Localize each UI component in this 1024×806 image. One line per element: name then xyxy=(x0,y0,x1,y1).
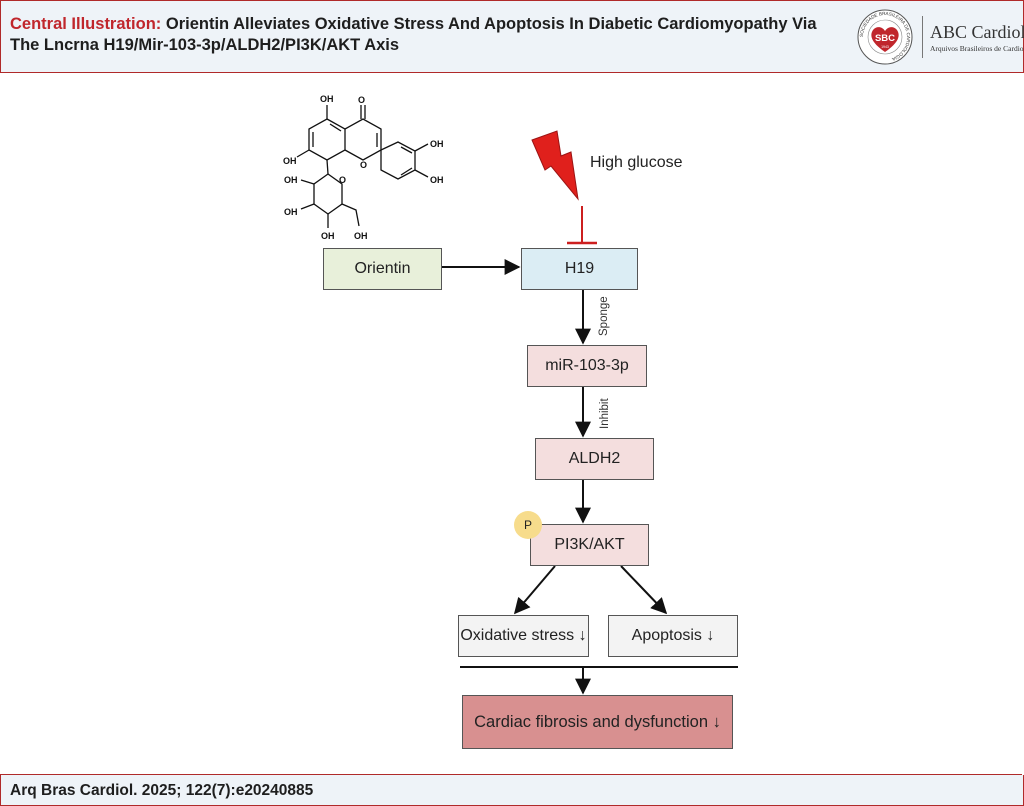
header: Central Illustration: Orientin Alleviate… xyxy=(0,0,1024,73)
chem-label-o-ring: O xyxy=(360,160,367,170)
seal-year: 1943 xyxy=(881,45,889,49)
node-h19: H19 xyxy=(521,248,638,290)
chem-label-oh-top: OH xyxy=(320,94,334,104)
arrow-pi3k-apoptosis xyxy=(620,565,668,615)
chem-label-oh-b2: OH xyxy=(430,175,444,185)
footer: Arq Bras Cardiol. 2025; 122(7):e20240885 xyxy=(0,775,1024,806)
citation: Arq Bras Cardiol. 2025; 122(7):e20240885 xyxy=(10,782,314,799)
chem-label-oh-s4: OH xyxy=(354,231,368,241)
t-bar-inhibition-icon xyxy=(567,206,597,245)
arrow-pi3k-oxidative xyxy=(513,565,556,615)
node-mir-103-3p: miR-103-3p xyxy=(527,345,647,387)
phospho-badge: P xyxy=(514,511,542,539)
node-aldh2: ALDH2 xyxy=(535,438,654,480)
journal-logo: SOCIEDADE BRASILEIRA DE CARDIOLOGIA SBC … xyxy=(856,8,1024,66)
chem-label-oh-s1: OH xyxy=(284,175,298,185)
title-text: Orientin Alleviates Oxidative Stress And… xyxy=(10,15,817,54)
chem-label-oh-s2: OH xyxy=(284,207,298,217)
node-apoptosis: Apoptosis ↓ xyxy=(608,615,738,657)
seal-text: SBC xyxy=(875,33,895,44)
chem-label-o-sugar: O xyxy=(339,175,346,185)
edge-label-sponge: Sponge xyxy=(598,296,610,336)
chem-label-oh-s3: OH xyxy=(321,231,335,241)
edge-label-inhibit: Inhibit xyxy=(599,398,611,429)
logo-divider xyxy=(922,16,923,58)
chem-label-oh-left: OH xyxy=(283,156,297,166)
chem-label-oh-b1: OH xyxy=(430,139,444,149)
node-oxidative-stress: Oxidative stress ↓ xyxy=(458,615,589,657)
journal-subtitle: Arquivos Brasileiros de Cardiologia xyxy=(930,44,1024,53)
sbc-seal-icon: SOCIEDADE BRASILEIRA DE CARDIOLOGIA SBC … xyxy=(857,9,913,65)
title-lead: Central Illustration: xyxy=(10,15,162,33)
node-orientin: Orientin xyxy=(323,248,442,290)
lightning-bolt-icon xyxy=(531,130,579,201)
high-glucose-label: High glucose xyxy=(590,154,683,171)
chem-label-o-carbonyl: O xyxy=(358,95,365,105)
orientin-structure-icon: O O O OH OH OH OH OH OH OH OH xyxy=(283,94,444,241)
node-cardiac-fibrosis: Cardiac fibrosis and dysfunction ↓ xyxy=(462,695,733,749)
frame-bottom-line xyxy=(0,774,1022,775)
node-pi3k-akt: PI3K/AKT xyxy=(530,524,649,566)
page-title: Central Illustration: Orientin Alleviate… xyxy=(10,14,850,56)
journal-name: ABC Cardiol xyxy=(930,22,1024,42)
